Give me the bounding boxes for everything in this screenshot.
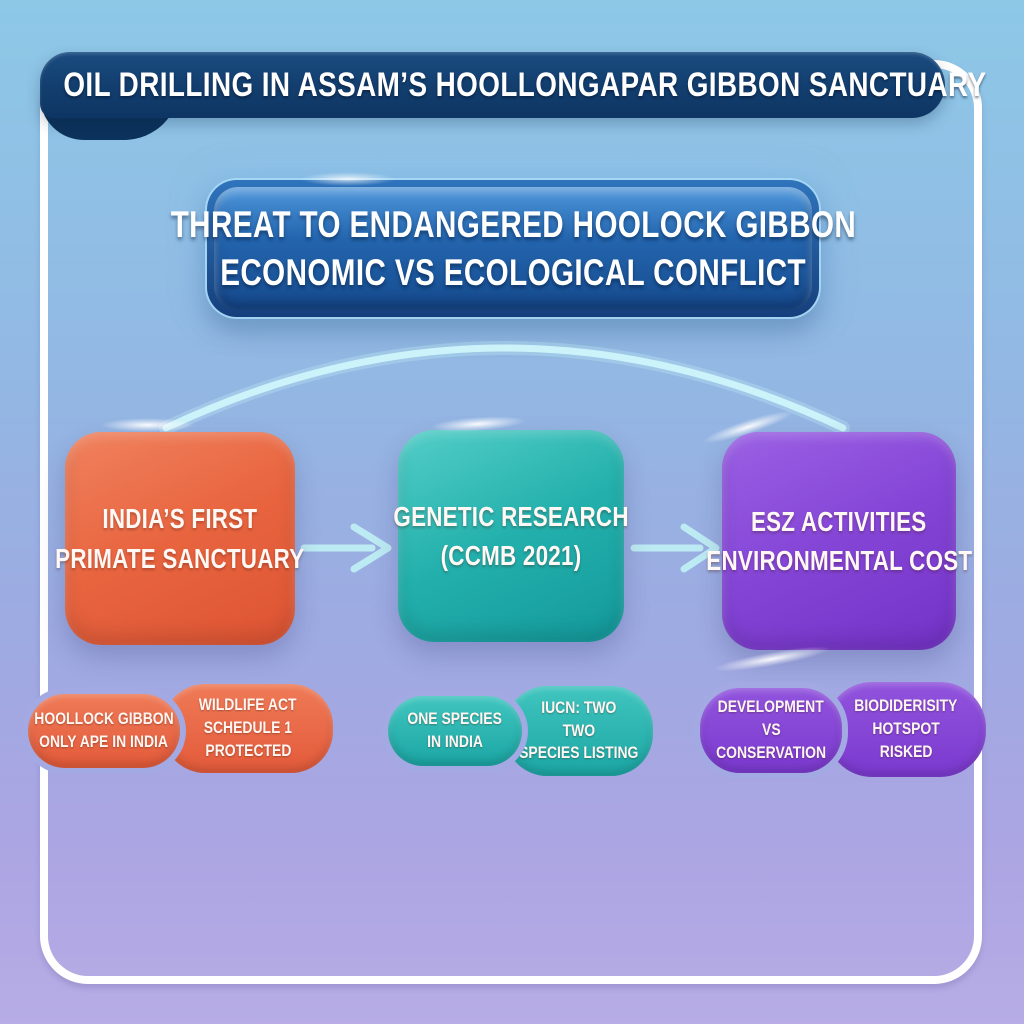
box-title-line: GENETIC RESEARCH — [393, 500, 629, 532]
box-title-line: (CCMB 2021) — [440, 540, 582, 571]
pill-wildlife-act: WILDLIFE ACT SCHEDULE 1 PROTECTED — [163, 684, 333, 773]
pill-line: ONE SPECIES — [407, 709, 503, 729]
title-line-1: THREAT TO ENDANGERED HOOLOCK GIBBON — [170, 204, 856, 246]
title-box-inner: THREAT TO ENDANGERED HOOLOCK GIBBON ECON… — [170, 187, 855, 310]
box-title-line: INDIA’S FIRST — [102, 503, 258, 535]
pill-line: SPECIES LISTING — [519, 743, 639, 763]
pill-line: ONLY APE IN INDIA — [39, 732, 169, 751]
info-box-sanctuary: INDIA’S FIRST PRIMATE SANCTUARY — [55, 432, 304, 645]
pill-iucn-listing: IUCN: TWO TWO SPECIES LISTING — [505, 686, 653, 776]
pill-line: HOOLLOCK GIBBON — [34, 709, 174, 729]
pill-line: CONSERVATION — [716, 742, 826, 762]
box-title-line: ENVIRONMENTAL COST — [705, 545, 973, 576]
pill-line: WILDLIFE ACT — [199, 695, 297, 715]
pill-line: RISKED — [879, 741, 933, 761]
pill-line: HOTSPOT — [872, 719, 940, 739]
info-box-esz: ESZ ACTIVITIES ENVIRONMENTAL COST — [706, 432, 972, 650]
pill-line: TWO — [562, 720, 596, 740]
header-title: OIL DRILLING IN ASSAM’S HOOLLONGAPAR GIB… — [62, 65, 987, 104]
pill-line: PROTECTED — [205, 740, 291, 760]
pill-biodiversity-hotspot: BIODIDERISITY HOTSPOT RISKED — [826, 682, 986, 777]
pill-line: IUCN: TWO — [541, 697, 617, 717]
pill-line: BIODIDERISITY — [854, 696, 958, 716]
pill-development-vs-conservation: DEVELOPMENT VS CONSERVATION — [700, 688, 842, 773]
box-title-line: PRIMATE SANCTUARY — [55, 542, 305, 574]
pill-line: VS — [761, 720, 781, 740]
pill-one-species: ONE SPECIES IN INDIA — [388, 696, 522, 766]
box-title-line: ESZ ACTIVITIES — [751, 505, 927, 537]
pill-hoollock-gibbon: HOOLLOCK GIBBON ONLY APE IN INDIA — [28, 694, 180, 768]
title-box: THREAT TO ENDANGERED HOOLOCK GIBBON ECON… — [170, 180, 855, 317]
pill-line: DEVELOPMENT — [717, 697, 825, 717]
title-line-2: ECONOMIC VS ECOLOGICAL CONFLICT — [220, 251, 806, 293]
pill-line: SCHEDULE 1 — [203, 718, 293, 738]
header-banner: OIL DRILLING IN ASSAM’S HOOLLONGAPAR GIB… — [40, 52, 986, 118]
info-box-research: GENETIC RESEARCH (CCMB 2021) — [393, 430, 628, 642]
pill-line: IN INDIA — [427, 732, 483, 751]
